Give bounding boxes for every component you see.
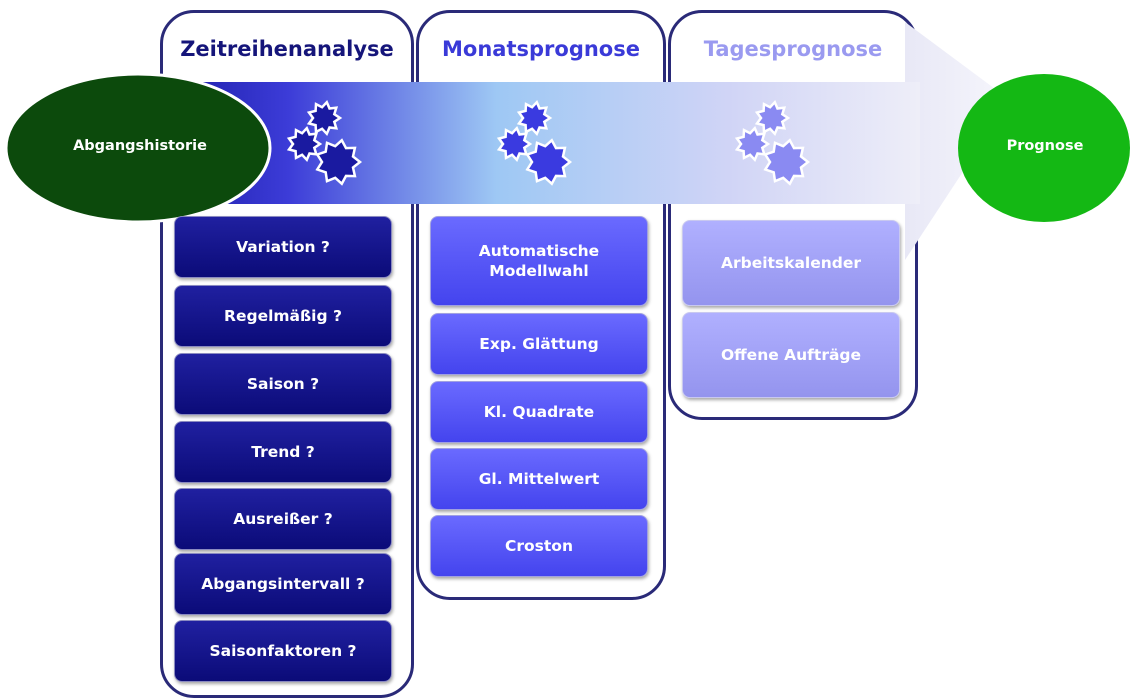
- box-regelmaessig: Regelmäßig ?: [174, 285, 392, 347]
- gear-shape: [286, 125, 323, 163]
- box-abgangsintervall: Abgangsintervall ?: [174, 553, 392, 615]
- gear-shape: [734, 125, 771, 163]
- box-croston: Croston: [430, 515, 648, 577]
- gear-shape: [763, 138, 811, 186]
- gears-icon: [286, 99, 363, 186]
- box-saisonfaktoren: Saisonfaktoren ?: [174, 620, 392, 682]
- gear-shape: [754, 99, 791, 137]
- box-automatische-modellwahl: Automatische Modellwahl: [430, 216, 648, 306]
- box-exp-glaettung: Exp. Glättung: [430, 313, 648, 375]
- start-oval: [4, 72, 272, 224]
- gear-shape: [516, 99, 553, 137]
- panel-title-zeitreihenanalyse: Zeitreihenanalyse: [180, 37, 394, 61]
- box-arbeitskalender: Arbeitskalender: [682, 220, 900, 306]
- gear-shape: [306, 99, 343, 137]
- panel-title-tagesprognose: Tagesprognose: [703, 37, 883, 61]
- start-label: Abgangshistorie: [73, 138, 207, 154]
- box-offene-auftraege: Offene Aufträge: [682, 312, 900, 398]
- gear-shape: [525, 138, 573, 186]
- end-oval: [958, 74, 1130, 222]
- gears-icon: [496, 99, 573, 186]
- box-kl-quadrate: Kl. Quadrate: [430, 381, 648, 443]
- panel-title-monatsprognose: Monatsprognose: [442, 37, 640, 61]
- box-saison: Saison ?: [174, 353, 392, 415]
- box-trend: Trend ?: [174, 421, 392, 483]
- box-gl-mittelwert: Gl. Mittelwert: [430, 448, 648, 510]
- end-label: Prognose: [1006, 138, 1084, 154]
- box-ausreisser: Ausreißer ?: [174, 488, 392, 550]
- gears-icon: [734, 99, 811, 186]
- gear-shape: [496, 125, 533, 163]
- gear-shape: [315, 138, 363, 186]
- box-variation: Variation ?: [174, 216, 392, 278]
- arrow-head: [905, 22, 1010, 260]
